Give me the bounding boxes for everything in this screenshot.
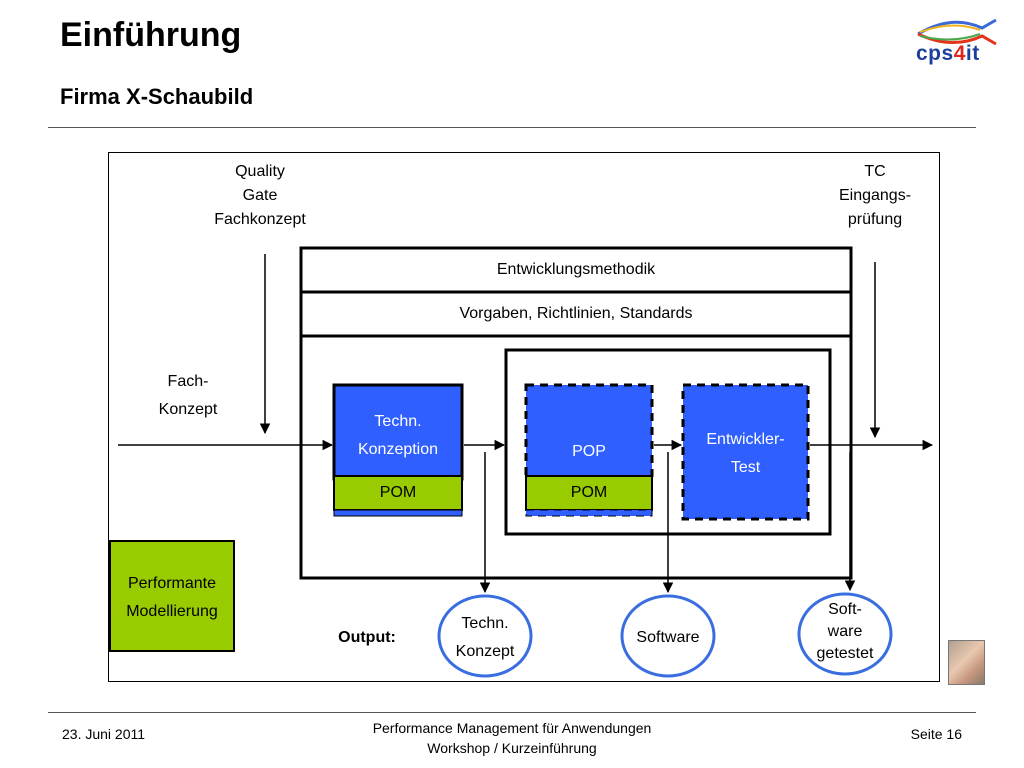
entwickler-test-label: Entwickler- Test xyxy=(706,431,785,476)
input-label: Fach- Konzept xyxy=(158,373,218,418)
output-circle-3 xyxy=(797,592,893,676)
page-number: Seite 16 xyxy=(910,726,962,742)
output-circle-2 xyxy=(620,594,716,678)
footer-date: 23. Juni 2011 xyxy=(62,726,146,742)
techn-konzeption-label: Techn. Konzeption xyxy=(357,413,439,458)
output-1-label: Techn. Konzept xyxy=(455,615,515,660)
output-3-label: Soft- ware getestet xyxy=(816,601,874,662)
layer-2-label: Vorgaben, Richtlinien, Standards xyxy=(459,305,693,322)
pom-box-1 xyxy=(333,475,463,511)
pop-label: POP xyxy=(572,443,606,460)
pom-label-1: POM xyxy=(379,484,417,501)
presenter-photo xyxy=(948,640,985,685)
diagram-canvas xyxy=(108,152,940,682)
pom-label-2: POM xyxy=(570,484,608,501)
cps4it-logo-icon xyxy=(917,18,997,46)
performante-modellierung-label: Performante Modellierung xyxy=(126,575,218,620)
output-2-label: Software xyxy=(636,629,700,646)
page-title: Einführung xyxy=(60,16,242,54)
entwickler-test-box xyxy=(681,383,810,521)
footer-line-2: Workshop / Kurzeinführung xyxy=(427,740,597,756)
process-diagram: Quality Gate Fachkonzept TC Eingangs- pr… xyxy=(108,152,940,682)
footer-line-1: Performance Management für Anwendungen xyxy=(372,720,652,736)
footer-title: Performance Management für Anwendungen W… xyxy=(312,718,712,758)
header-divider xyxy=(48,127,976,128)
page-subtitle: Firma X-Schaubild xyxy=(60,84,254,109)
logo-text: cps4it xyxy=(916,42,980,65)
tc-check-label: TC Eingangs- prüfung xyxy=(838,163,912,228)
performante-modellierung-box xyxy=(109,540,235,652)
output-label: Output: xyxy=(338,629,396,646)
quality-gate-label: Quality Gate Fachkonzept xyxy=(214,163,306,228)
layer-1-label: Entwicklungsmethodik xyxy=(496,261,656,278)
output-circle-1 xyxy=(437,594,533,678)
pop-box xyxy=(524,383,654,481)
footer-divider xyxy=(48,712,976,713)
